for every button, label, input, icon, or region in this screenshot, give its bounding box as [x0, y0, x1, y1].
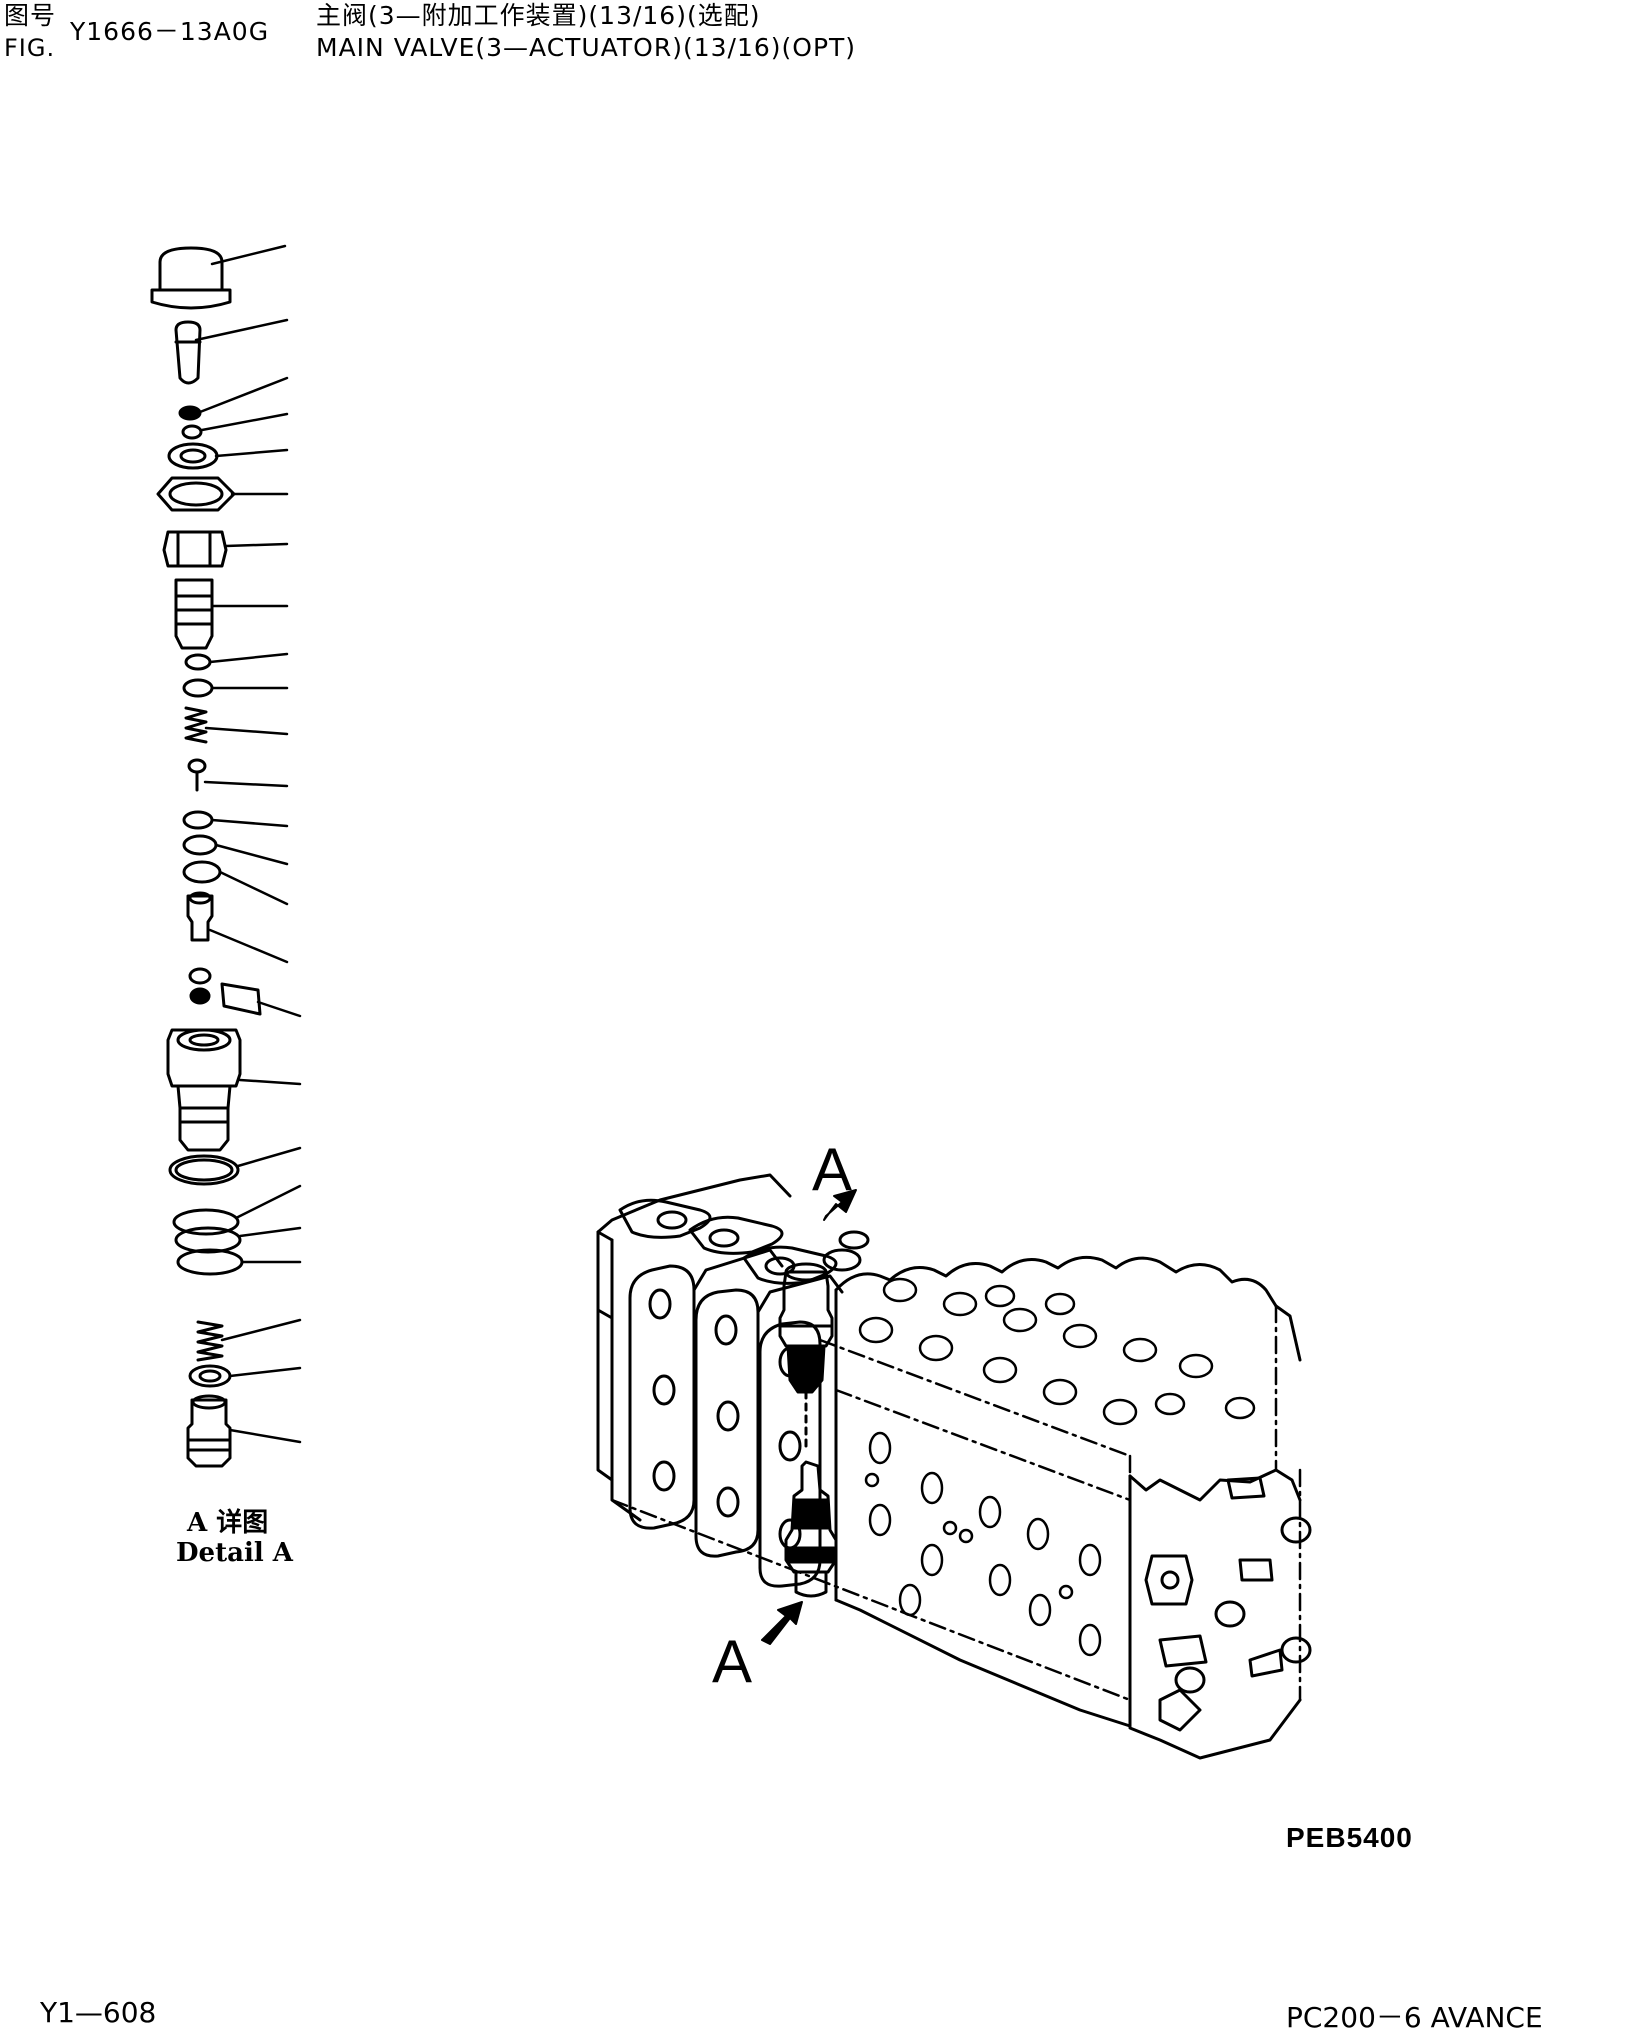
callout-a-bottom: A — [712, 1628, 753, 1695]
detail-label-cn: A 详图 — [187, 1508, 269, 1538]
figure-number: Y1666－13A0G — [70, 17, 270, 46]
exploded-parts — [150, 246, 262, 1468]
detail-label-en: Detail A — [176, 1538, 293, 1568]
page-number: Y1—608 — [40, 1996, 157, 2029]
fig-label-cn: 图号 — [4, 1, 57, 30]
model-name: PC200－6 AVANCE — [1286, 2001, 1543, 2034]
fig-label-en: FIG. — [4, 34, 56, 62]
arrow-top — [823, 1189, 857, 1221]
drawing-code: PEB5400 — [1286, 1822, 1413, 1853]
arrow-bottom — [761, 1601, 803, 1645]
main-valve-assembly — [596, 1173, 1312, 1760]
leader-lines — [194, 244, 302, 1444]
title-en: MAIN VALVE(3—ACTUATOR)(13/16)(OPT) — [316, 33, 857, 62]
callout-a-top: A — [812, 1136, 853, 1203]
title-cn: 主阀(3—附加工作装置)(13/16)(选配) — [316, 1, 761, 30]
